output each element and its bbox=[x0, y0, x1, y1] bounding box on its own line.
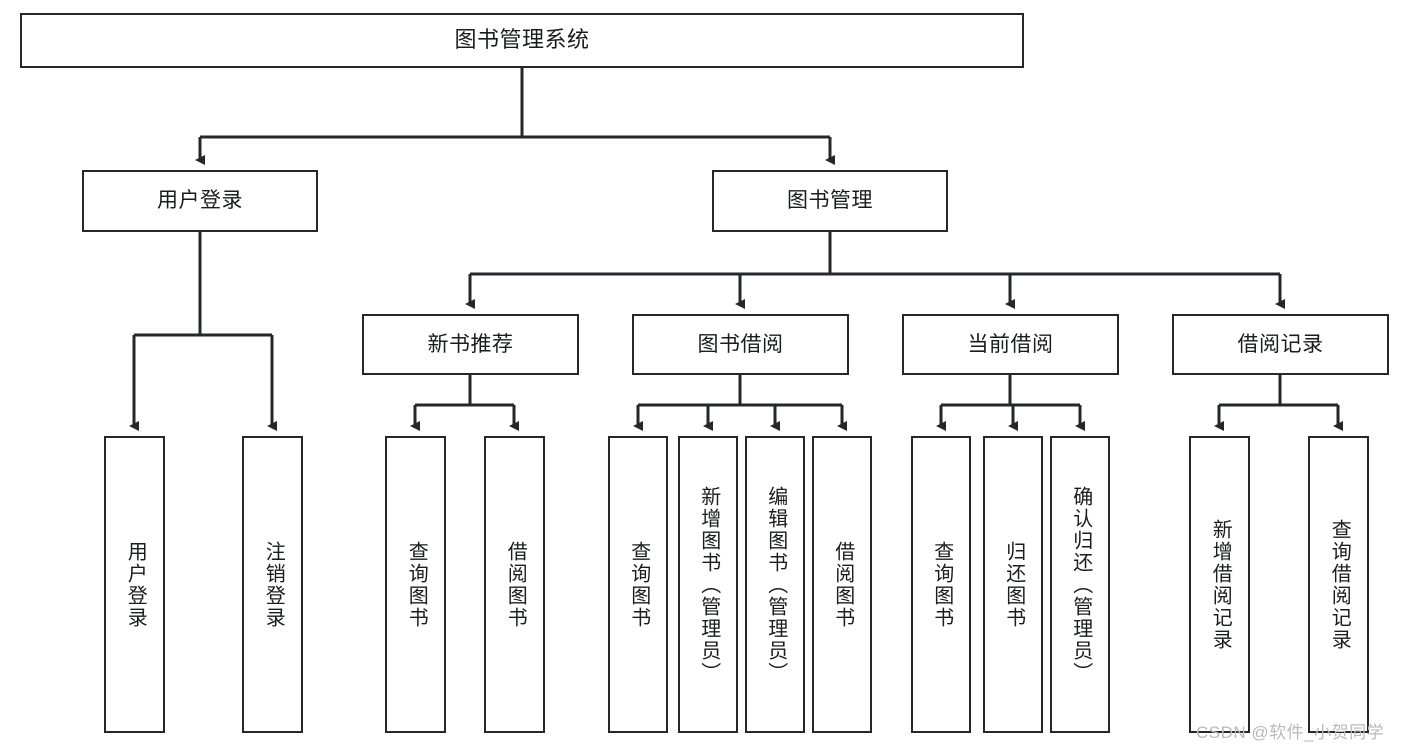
node-root-label: 图书管理系统 bbox=[454, 27, 590, 53]
node-leaf-query-book-3[interactable]: 查询图书 bbox=[911, 436, 971, 733]
node-book-manage[interactable]: 图书管理 bbox=[712, 170, 948, 232]
node-leaf-logout-login-label: 注销登录 bbox=[262, 540, 285, 629]
node-user-login[interactable]: 用户登录 bbox=[82, 170, 318, 232]
node-leaf-query-book-2-label: 查询图书 bbox=[627, 540, 650, 629]
node-leaf-borrow-book-1[interactable]: 借阅图书 bbox=[484, 436, 545, 733]
node-leaf-add-book-admin-label: 新增图书（管理员） bbox=[697, 485, 720, 684]
node-book-borrow[interactable]: 图书借阅 bbox=[632, 314, 849, 375]
node-leaf-query-book-3-label: 查询图书 bbox=[930, 540, 953, 629]
node-leaf-confirm-return-admin-label: 确认归还（管理员） bbox=[1069, 485, 1092, 684]
node-leaf-add-book-admin[interactable]: 新增图书（管理员） bbox=[678, 436, 738, 733]
node-leaf-query-book-1-label: 查询图书 bbox=[405, 540, 428, 629]
node-book-borrow-label: 图书借阅 bbox=[697, 332, 784, 356]
node-new-book-recommend-label: 新书推荐 bbox=[427, 332, 514, 356]
node-leaf-query-book-1[interactable]: 查询图书 bbox=[385, 436, 446, 733]
node-leaf-confirm-return-admin[interactable]: 确认归还（管理员） bbox=[1050, 436, 1110, 733]
node-borrow-record[interactable]: 借阅记录 bbox=[1172, 314, 1389, 375]
node-current-borrow[interactable]: 当前借阅 bbox=[902, 314, 1119, 375]
node-leaf-edit-book-admin-label: 编辑图书（管理员） bbox=[764, 485, 787, 684]
node-leaf-add-borrow-record-label: 新增借阅记录 bbox=[1209, 518, 1232, 651]
node-new-book-recommend[interactable]: 新书推荐 bbox=[362, 314, 579, 375]
node-book-manage-label: 图书管理 bbox=[787, 189, 873, 213]
node-leaf-edit-book-admin[interactable]: 编辑图书（管理员） bbox=[745, 436, 805, 733]
node-borrow-record-label: 借阅记录 bbox=[1237, 332, 1324, 356]
node-leaf-user-login[interactable]: 用户登录 bbox=[104, 436, 165, 733]
node-leaf-borrow-book-1-label: 借阅图书 bbox=[504, 540, 527, 629]
node-leaf-query-book-2[interactable]: 查询图书 bbox=[608, 436, 668, 733]
node-leaf-return-book-label: 归还图书 bbox=[1002, 540, 1025, 629]
node-root[interactable]: 图书管理系统 bbox=[20, 13, 1024, 68]
node-user-login-label: 用户登录 bbox=[157, 189, 243, 213]
node-leaf-borrow-book-2-label: 借阅图书 bbox=[831, 540, 854, 629]
node-leaf-query-borrow-record-label: 查询借阅记录 bbox=[1328, 518, 1351, 651]
node-leaf-query-borrow-record[interactable]: 查询借阅记录 bbox=[1308, 436, 1369, 733]
node-leaf-borrow-book-2[interactable]: 借阅图书 bbox=[812, 436, 872, 733]
node-leaf-add-borrow-record[interactable]: 新增借阅记录 bbox=[1189, 436, 1250, 733]
node-current-borrow-label: 当前借阅 bbox=[967, 332, 1054, 356]
node-leaf-user-login-label: 用户登录 bbox=[124, 540, 147, 629]
node-leaf-logout-login[interactable]: 注销登录 bbox=[242, 436, 303, 733]
watermark-text: CSDN @软件_小贺同学 bbox=[1196, 723, 1385, 742]
node-leaf-return-book[interactable]: 归还图书 bbox=[983, 436, 1043, 733]
